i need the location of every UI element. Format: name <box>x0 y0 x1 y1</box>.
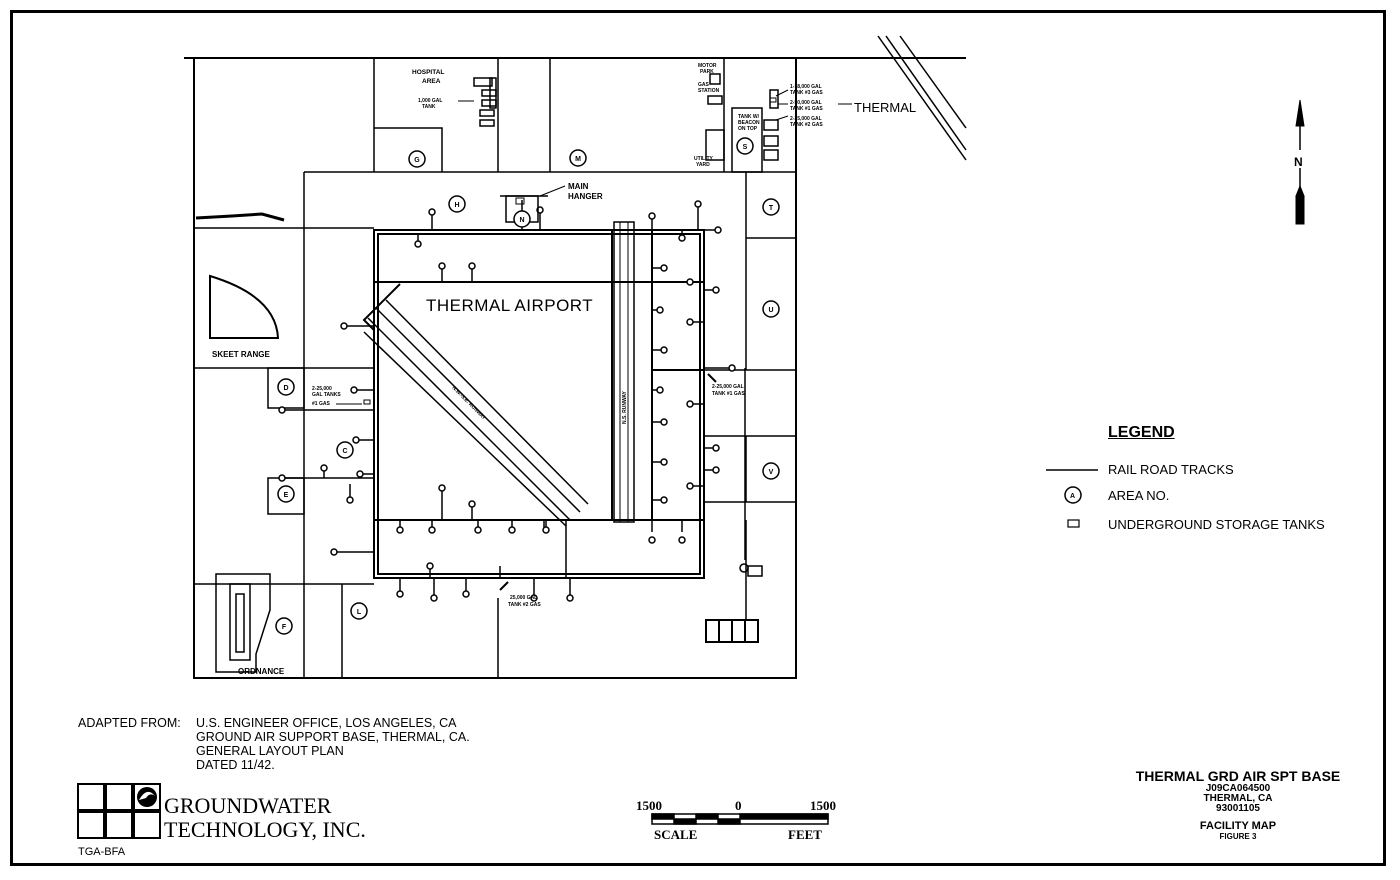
scale-label: SCALE <box>654 827 697 842</box>
title-block: THERMAL GRD AIR SPT BASE J09CA064500 THE… <box>1110 768 1366 841</box>
legend-rail-label: RAIL ROAD TRACKS <box>1108 462 1234 477</box>
hospital-buildings <box>473 77 497 127</box>
company-line-2: TECHNOLOGY, INC. <box>164 817 366 842</box>
tank-south-label-1: 25,000 GAL <box>510 595 537 601</box>
ordnance-label: ORDNANCE <box>238 667 285 676</box>
legend-area-symbol-text: A <box>1070 493 1075 500</box>
area-h: H <box>454 202 459 209</box>
main-hangar-label-2: HANGER <box>568 192 603 201</box>
legend-ust-symbol <box>1067 519 1080 528</box>
tank-south-label-2: TANK #2 GAS <box>508 602 541 608</box>
drawing-id: TGA-BFA <box>78 846 126 858</box>
area-l: L <box>357 609 362 616</box>
hardstands <box>282 195 747 620</box>
area-e: E <box>284 492 289 499</box>
title-main: THERMAL GRD AIR SPT BASE <box>1135 768 1341 784</box>
adapted-from-label: ADAPTED FROM: <box>78 716 181 730</box>
gas-station-label-1: GAS <box>698 82 710 88</box>
beacon-tank-label-1: TANK W/ <box>738 114 760 120</box>
skeet-range-outline <box>209 274 280 339</box>
company-logo <box>77 783 161 839</box>
hospital-label-2: AREA <box>422 78 441 85</box>
title-location: THERMAL, CA <box>1203 793 1273 804</box>
area-g: G <box>414 157 420 164</box>
north-arrow <box>1295 99 1305 225</box>
adapted-from: ADAPTED FROM: U.S. ENGINEER OFFICE, LOS … <box>78 716 470 772</box>
area-m: M <box>575 156 581 163</box>
wave-icon <box>137 787 157 807</box>
nwse-runway-label: N.W.-S.E. RUNWAY <box>451 385 488 422</box>
beacon-tank-label-3: ON TOP <box>738 126 758 132</box>
railroad-tracks <box>877 35 967 161</box>
beacon-tank-label-2: BEACON <box>738 120 760 126</box>
area-n: N <box>519 217 524 224</box>
north-label: N <box>1294 155 1303 169</box>
tank50k-label-2: TANK #1 GAS <box>790 106 823 112</box>
drawing-border <box>10 10 1386 866</box>
scale-mid: 0 <box>735 798 742 813</box>
airport-label: THERMAL AIRPORT <box>426 296 593 315</box>
gas-station-label-2: STATION <box>698 88 720 94</box>
hospital-tank-label-1: 1,000 GAL <box>418 98 442 104</box>
tank50k-label-1: 2-50,000 GAL <box>790 100 822 106</box>
tank2-label-1: 2-25,000 GAL <box>790 116 822 122</box>
adapted-line-3: GENERAL LAYOUT PLAN <box>196 744 344 758</box>
company-line-1: GROUNDWATER <box>164 793 332 818</box>
legend-ust-label: UNDERGROUND STORAGE TANKS <box>1108 517 1325 532</box>
ns-runway-label: N.S. RUNWAY <box>622 390 628 424</box>
tank-west-label-2: GAL TANKS <box>312 392 341 398</box>
tank2-label-2: TANK #2 GAS <box>790 122 823 128</box>
title-project: J09CA064500 <box>1205 783 1271 794</box>
scale-bar <box>651 813 829 825</box>
motor-park-label-2: PARK <box>700 69 714 75</box>
tank-east-label-2: TANK #1 GAS <box>712 391 745 397</box>
nwse-runway <box>363 299 589 527</box>
area-t: T <box>769 205 774 212</box>
skeet-range-label: SKEET RANGE <box>212 350 270 359</box>
taxiways <box>362 229 705 579</box>
legend-title: LEGEND <box>1108 424 1175 441</box>
tank3-label-2: TANK #3 GAS <box>790 90 823 96</box>
adapted-line-2: GROUND AIR SUPPORT BASE, THERMAL, CA. <box>196 730 470 744</box>
tank-east-label-1: 2-25,000 GAL <box>712 384 744 390</box>
utility-yard-label-1: UTILITY <box>694 156 714 162</box>
legend-area-symbol <box>1064 486 1082 504</box>
area-v: V <box>769 469 774 476</box>
adapted-line-4: DATED 11/42. <box>196 758 275 772</box>
title-date: 93001105 <box>1216 803 1260 814</box>
tank-west-label-1: 2-25,000 <box>312 386 332 392</box>
ns-runway <box>613 221 635 523</box>
main-hangar-label-1: MAIN <box>568 182 589 191</box>
hospital-label-1: HOSPITAL <box>412 69 444 76</box>
utility-yard-label-2: YARD <box>696 162 710 168</box>
motor-park-label-1: MOTOR <box>698 63 717 69</box>
scale-left: 1500 <box>636 798 662 813</box>
company-name: GROUNDWATER TECHNOLOGY, INC. <box>164 794 366 842</box>
scale-right: 1500 <box>810 798 836 813</box>
area-c: C <box>342 448 347 455</box>
town-label: THERMAL <box>854 100 916 115</box>
tank-west-label-3: #1 GAS <box>312 401 330 407</box>
area-f: F <box>282 624 287 631</box>
scale-unit: FEET <box>788 827 822 842</box>
area-markers <box>275 137 780 635</box>
tank3-label-1: 1-18,000 GAL <box>790 84 822 90</box>
area-s: S <box>743 144 748 151</box>
legend-area-label: AREA NO. <box>1108 488 1170 503</box>
ordnance-area <box>215 573 271 673</box>
title-map-name: FACILITY MAP <box>1199 820 1277 832</box>
area-d: D <box>283 385 288 392</box>
hospital-tank-label-2: TANK <box>422 104 436 110</box>
title-figure: FIGURE 3 <box>1219 832 1257 841</box>
area-u: U <box>768 307 773 314</box>
adapted-line-1: U.S. ENGINEER OFFICE, LOS ANGELES, CA <box>196 716 457 730</box>
